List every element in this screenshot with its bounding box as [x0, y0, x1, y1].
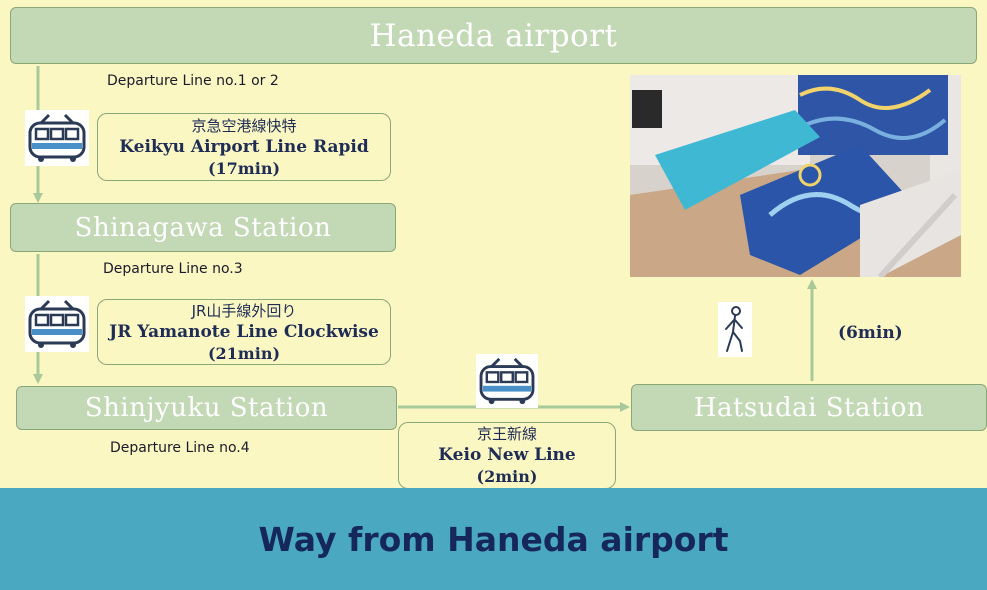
route-en-name: Keikyu Airport Line Rapid — [119, 136, 369, 157]
train-icon — [25, 296, 89, 352]
route-duration: (2min) — [476, 467, 538, 486]
train-icon — [25, 110, 89, 166]
page-title: Haneda airport — [369, 17, 618, 54]
route-jp-name: 京王新線 — [476, 425, 537, 443]
title-banner: Haneda airport — [10, 7, 977, 64]
departure-label-first: Departure Line no.1 or 2 — [107, 73, 279, 89]
walking-person-icon — [718, 302, 752, 357]
walk-duration: (6min) — [838, 323, 903, 343]
station-hatsudai: Hatsudai Station — [631, 384, 987, 431]
route-box-keikyu: 京急空港線快特 Keikyu Airport Line Rapid (17min… — [97, 113, 391, 181]
route-box-yamanote: JR山手線外回り JR Yamanote Line Clockwise (21m… — [97, 299, 391, 365]
footer-banner: Way from Haneda airport — [0, 488, 987, 590]
route-en-name: JR Yamanote Line Clockwise — [109, 321, 379, 342]
route-box-keio: 京王新線 Keio New Line (2min) — [398, 422, 616, 489]
hotel-room-photo — [630, 75, 961, 277]
station-shinagawa: Shinagawa Station — [10, 203, 396, 252]
train-icon — [476, 354, 538, 408]
route-jp-name: JR山手線外回り — [191, 301, 297, 320]
departure-label-second: Departure Line no.3 — [103, 261, 243, 277]
route-duration: (17min) — [207, 158, 281, 178]
station-name: Shinjyuku Station — [84, 393, 329, 423]
station-name: Hatsudai Station — [693, 392, 925, 423]
route-en-name: Keio New Line — [438, 445, 576, 465]
route-duration: (21min) — [207, 343, 281, 363]
station-shinjyuku: Shinjyuku Station — [16, 386, 397, 430]
footer-title: Way from Haneda airport — [258, 519, 729, 559]
route-jp-name: 京急空港線快特 — [191, 116, 297, 135]
departure-label-third: Departure Line no.4 — [110, 440, 250, 456]
station-name: Shinagawa Station — [74, 212, 332, 243]
